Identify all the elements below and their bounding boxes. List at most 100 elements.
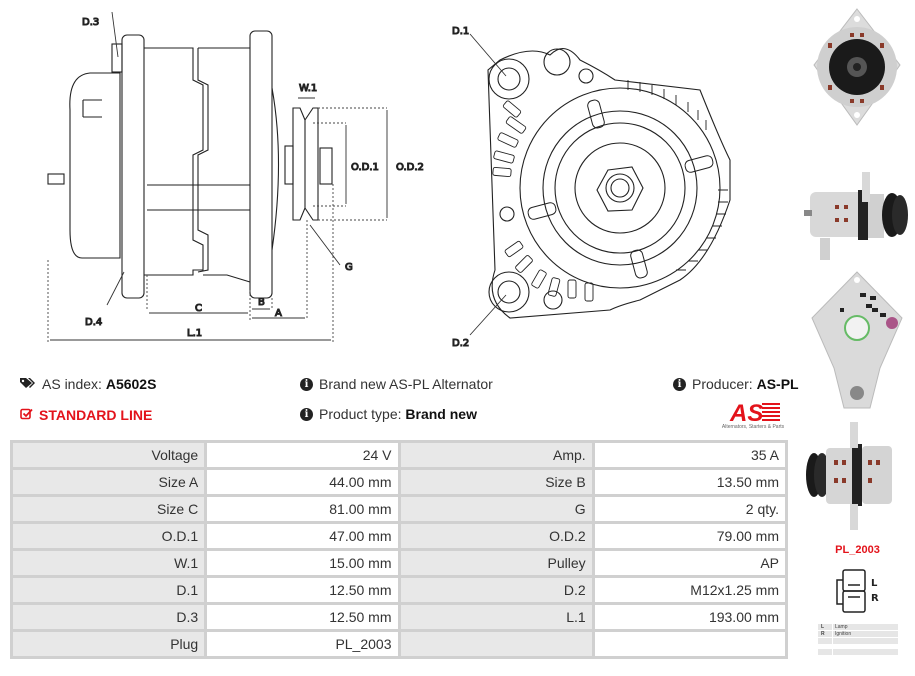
label-d1: D.1 — [452, 26, 469, 37]
spec-label: D.3 — [9, 602, 208, 632]
tags-icon — [20, 376, 36, 392]
label-w1: W.1 — [299, 83, 317, 94]
spec-value — [591, 629, 789, 659]
spec-label: Plug — [9, 629, 208, 659]
spec-label: D.1 — [9, 575, 208, 605]
product-type-label: Product type: — [319, 406, 402, 422]
rear-cover — [69, 72, 121, 259]
logo-subtitle: Alternators, Starters & Parts — [721, 424, 785, 430]
label-d4: D.4 — [85, 317, 102, 328]
spec-label: Amp. — [397, 440, 595, 470]
info-icon: i — [300, 377, 313, 391]
label-c: C — [195, 303, 202, 314]
spec-value: 193.00 mm — [591, 602, 789, 632]
spec-value: 81.00 mm — [204, 494, 401, 524]
label-d3: D.3 — [82, 17, 99, 28]
label-b: B — [258, 297, 265, 308]
producer-value: AS-PL — [756, 376, 799, 392]
pin-l: L — [871, 578, 878, 589]
spec-label: W.1 — [9, 548, 208, 578]
as-index-label: AS index: — [42, 376, 102, 392]
side-view-diagram: D.3 D.4 W.1 O.D.1 O.D.2 G C B A L.1 — [0, 0, 440, 360]
terminal-stud — [47, 173, 65, 185]
photo-side-view-right[interactable] — [800, 420, 915, 532]
as-pl-logo: AS Alternators, Starters & Parts — [712, 400, 794, 432]
spec-value: 13.50 mm — [591, 467, 789, 497]
spec-value: 79.00 mm — [591, 521, 789, 551]
spec-label — [397, 629, 595, 659]
logo-text: AS — [729, 400, 763, 424]
spec-value: 12.50 mm — [204, 575, 401, 605]
legend-key — [818, 649, 832, 655]
product-type-row: i Product type: Brand new — [300, 406, 477, 422]
photo-side-view-left[interactable] — [800, 170, 915, 262]
cooling-slots — [492, 100, 594, 302]
standard-line-label: STANDARD LINE — [39, 407, 153, 423]
spec-label: O.D.1 — [9, 521, 208, 551]
label-od2: O.D.2 — [396, 162, 424, 173]
mount-hole-d1 — [497, 67, 521, 91]
product-type-value: Brand new — [405, 406, 477, 422]
photo-rear-view[interactable] — [800, 268, 915, 413]
spec-value: 44.00 mm — [204, 467, 401, 497]
label-g: G — [345, 262, 353, 273]
spec-label: Size B — [397, 467, 595, 497]
legend-row — [818, 649, 898, 655]
spec-label: Pulley — [397, 548, 595, 578]
standard-line-badge: STANDARD LINE — [20, 407, 152, 423]
as-index-value: A5602S — [105, 376, 157, 392]
label-a: A — [275, 308, 282, 319]
info-icon: i — [300, 407, 313, 421]
info-icon: i — [673, 377, 686, 391]
pulley — [292, 107, 306, 221]
spec-label: Size A — [9, 467, 208, 497]
label-d2: D.2 — [452, 338, 469, 349]
legend-value — [833, 638, 898, 644]
spec-value: 12.50 mm — [204, 602, 401, 632]
description-row: i Brand new AS-PL Alternator — [300, 376, 493, 392]
photo-front-view[interactable] — [800, 5, 915, 130]
front-bracket — [249, 30, 273, 299]
spec-label: Voltage — [9, 440, 208, 470]
spec-value: 47.00 mm — [204, 521, 401, 551]
rear-bracket — [121, 34, 145, 299]
legend-value — [833, 649, 898, 655]
spec-value: 35 A — [591, 440, 789, 470]
plug-connector-diagram: L R — [835, 566, 885, 616]
legend-value: Ignition — [833, 631, 898, 637]
spec-label: O.D.2 — [397, 521, 595, 551]
checkbox-checked-icon — [20, 407, 33, 423]
spec-value: M12x1.25 mm — [591, 575, 789, 605]
spec-label: D.2 — [397, 575, 595, 605]
pulley-nut — [596, 166, 644, 212]
front-view-diagram: D.1 D.2 — [440, 0, 800, 360]
legend-value: Lamp — [833, 624, 898, 630]
pin-r: R — [871, 593, 879, 604]
producer-label: Producer: — [692, 376, 753, 392]
legend-key: L — [818, 624, 832, 630]
label-od1: O.D.1 — [351, 162, 379, 173]
spec-value: 24 V — [204, 440, 401, 470]
spec-value: AP — [591, 548, 789, 578]
legend-key — [818, 638, 832, 644]
label-l1: L.1 — [187, 328, 202, 339]
mount-hole-d2 — [497, 280, 521, 304]
spec-label: G — [397, 494, 595, 524]
description: Brand new AS-PL Alternator — [319, 376, 493, 392]
stator-ring — [519, 87, 721, 289]
spec-value: PL_2003 — [204, 629, 401, 659]
spec-value: 15.00 mm — [204, 548, 401, 578]
spec-value: 2 qty. — [591, 494, 789, 524]
